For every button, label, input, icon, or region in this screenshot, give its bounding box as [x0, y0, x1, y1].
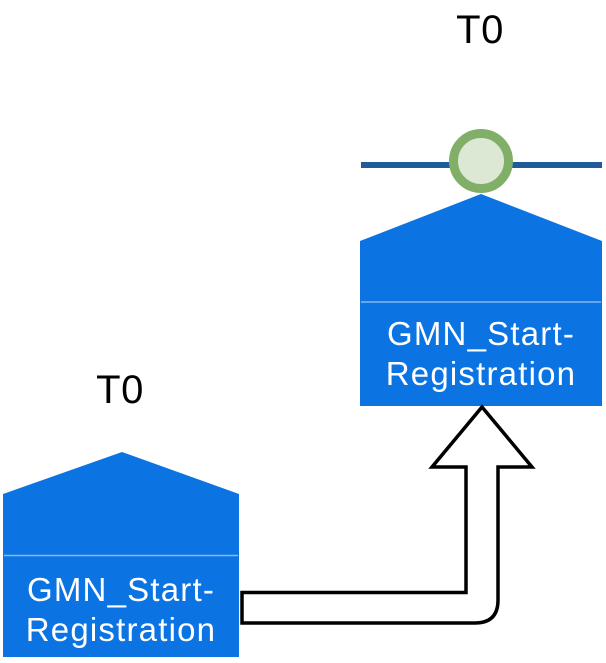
- node-label-left-line2: Registration: [25, 611, 217, 648]
- timeline-event-circle-icon: [449, 129, 513, 193]
- connector-arrow: [240, 404, 536, 625]
- node-label-right-line2: Registration: [385, 355, 577, 392]
- node-label-left-line1: GMN_Start-: [26, 571, 216, 608]
- node-shape-left: [3, 452, 239, 657]
- node-label-right: GMN_Start- Registration: [360, 314, 602, 394]
- node-label-right-line1: GMN_Start-: [386, 315, 576, 352]
- time-label-right: T0: [456, 8, 504, 52]
- node-label-left: GMN_Start- Registration: [2, 570, 240, 650]
- time-label-left: T0: [96, 368, 144, 412]
- node-shape-right: [360, 194, 602, 406]
